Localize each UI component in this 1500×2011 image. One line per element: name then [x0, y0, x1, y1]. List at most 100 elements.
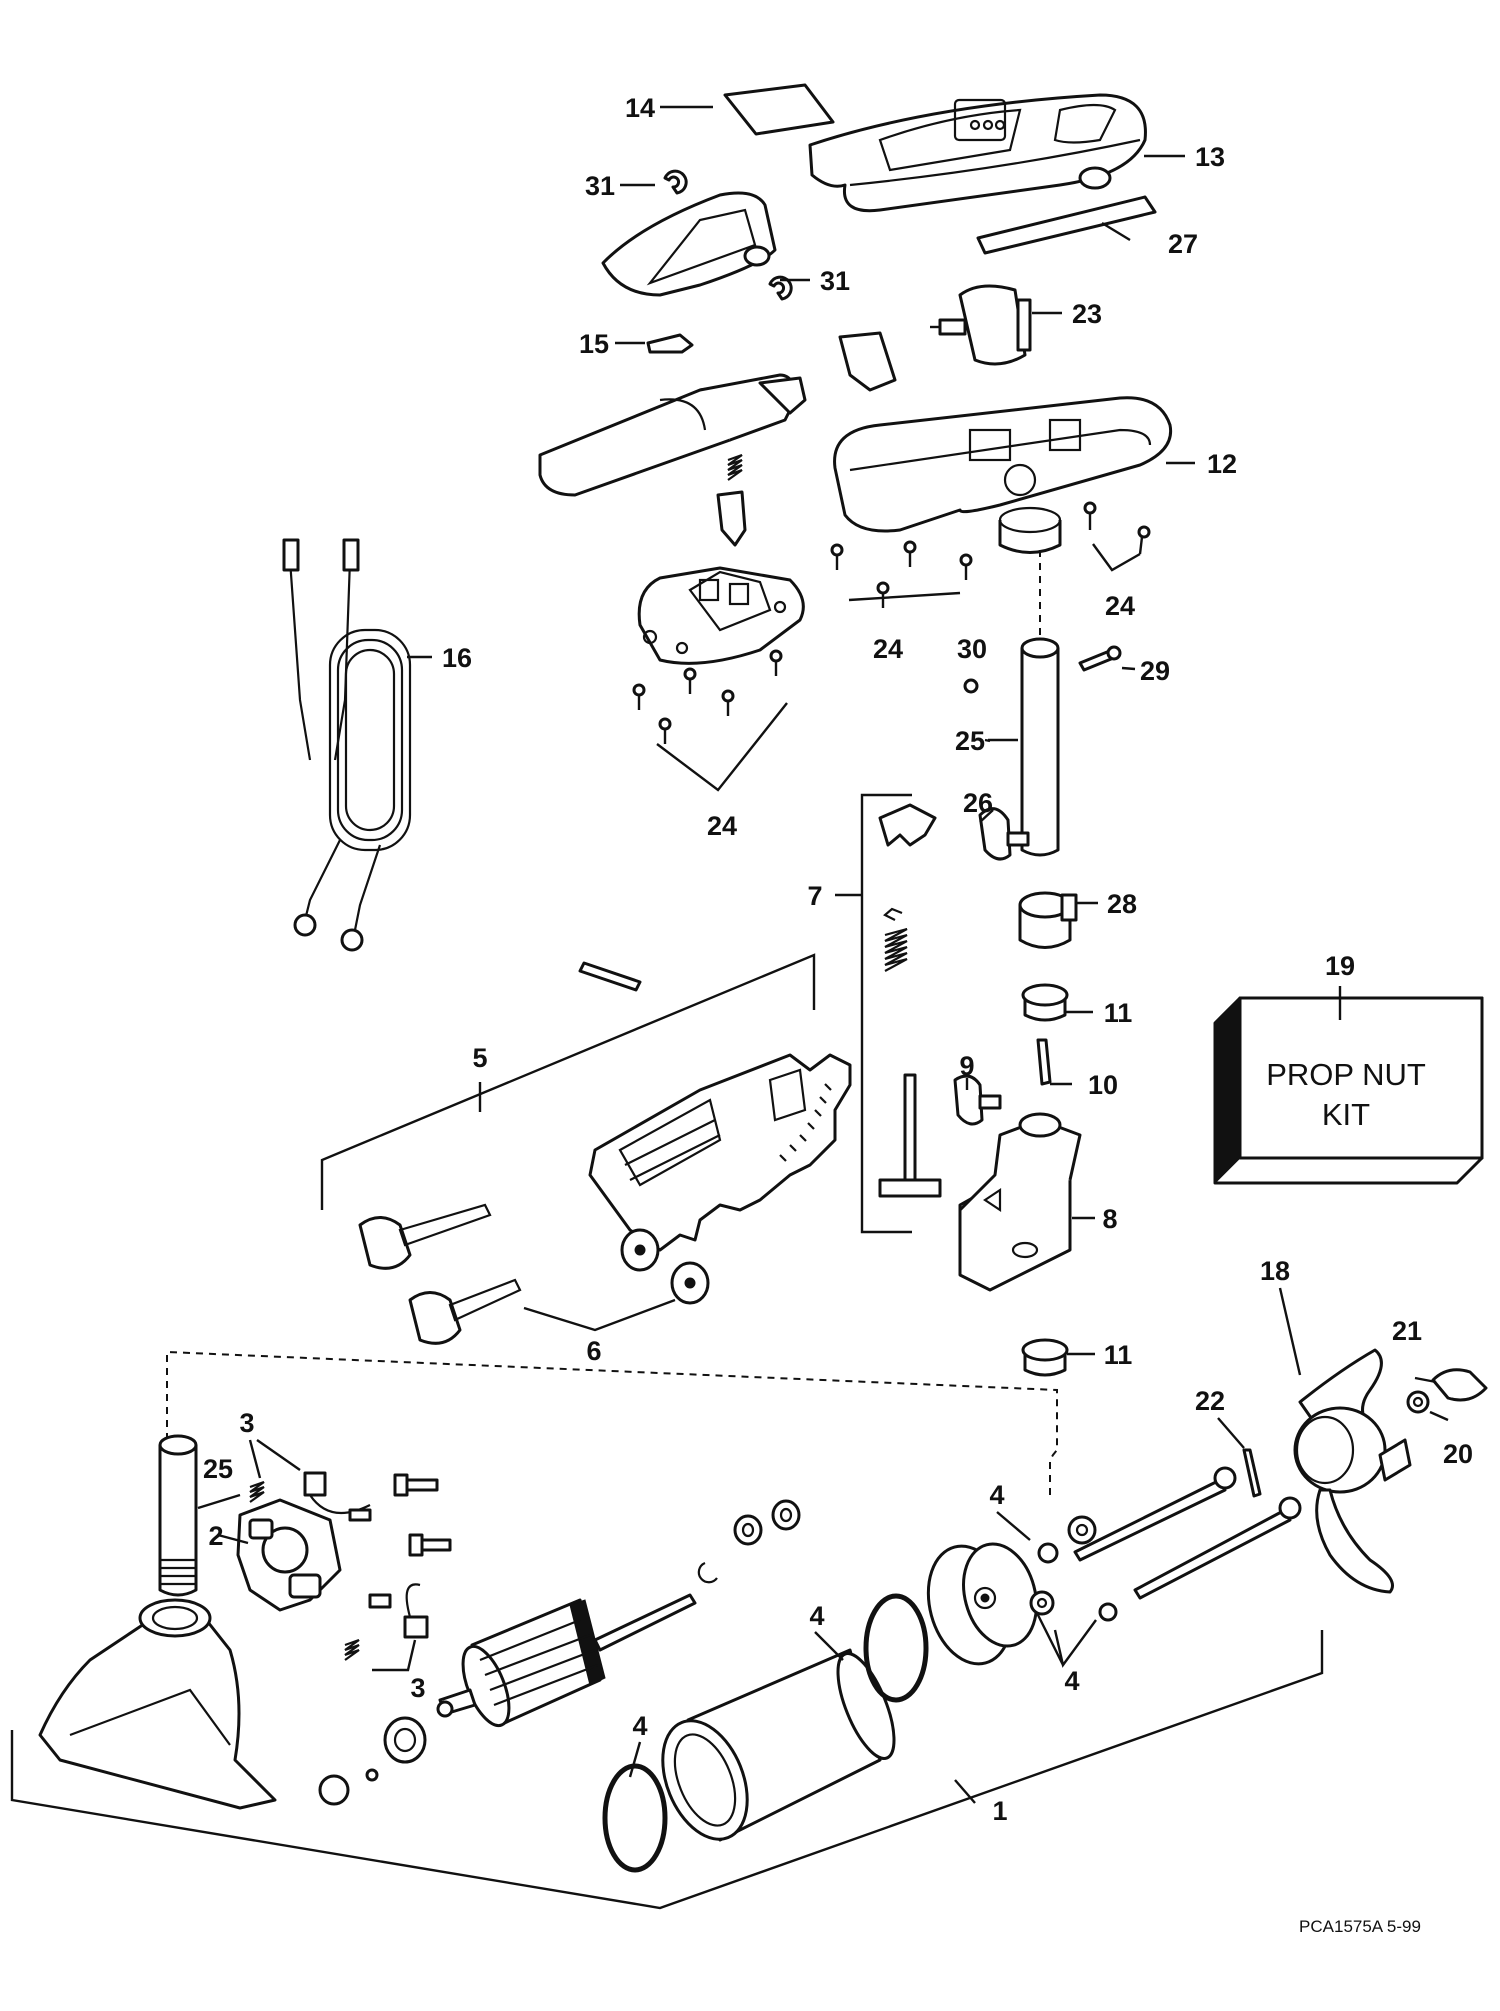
callout-7: 7 — [807, 881, 822, 911]
callout-4-right: 4 — [989, 1480, 1004, 1510]
potentiometer-part — [930, 284, 1032, 366]
motor-can-part — [661, 1648, 896, 1842]
clamp-screw-part — [358, 1203, 710, 1345]
callout-24-right: 24 — [1105, 591, 1135, 621]
callout-20: 20 — [1443, 1439, 1473, 1469]
brush-spring-upper — [249, 1480, 265, 1503]
knob-stud — [1006, 831, 1030, 847]
callout-29: 29 — [1140, 656, 1170, 686]
lower-shaft-part — [158, 1434, 198, 1597]
propeller-part — [1293, 1348, 1412, 1594]
lower-bushing-part — [1021, 1338, 1069, 1377]
bearing-part — [383, 1716, 427, 1764]
power-cable-part — [282, 538, 412, 952]
screw-set — [632, 501, 1151, 744]
brush-holder-screws — [393, 1473, 452, 1557]
callout-31-lower: 31 — [820, 266, 850, 296]
retaining-ring-part — [697, 1561, 718, 1584]
assembly-bracket-1 — [10, 1630, 1324, 1910]
callout-21: 21 — [1392, 1316, 1422, 1346]
callout-8: 8 — [1102, 1204, 1117, 1234]
handle-base-part — [637, 566, 805, 665]
callout-15: 15 — [579, 329, 609, 359]
spring-pin-part — [1036, 1038, 1052, 1086]
brush-lead-upper — [309, 1494, 371, 1515]
callout-1: 1 — [992, 1796, 1007, 1826]
brush-lower — [403, 1615, 429, 1639]
knob-part — [978, 807, 1012, 861]
washer-part-2 — [771, 1499, 801, 1531]
callout-12: 12 — [1207, 449, 1237, 479]
callout-5: 5 — [472, 1043, 487, 1073]
brush-lead-lower — [405, 1583, 421, 1618]
callout-4-left: 4 — [632, 1711, 647, 1741]
callout-27: 27 — [1168, 229, 1198, 259]
callout-24-left: 24 — [707, 811, 737, 841]
prop-washer-inner — [1412, 1396, 1424, 1408]
callout-14: 14 — [625, 93, 655, 123]
brush-terminal-lower — [368, 1593, 392, 1609]
callout-22: 22 — [1195, 1386, 1225, 1416]
thru-bolt-washers — [1029, 1515, 1118, 1622]
callout-16: 16 — [442, 643, 472, 673]
callout-4-can: 4 — [809, 1601, 824, 1631]
brush-terminal-upper — [348, 1508, 372, 1522]
top-cover-part — [808, 93, 1147, 213]
callout-25-upper: 25 — [955, 726, 985, 756]
callout-10: 10 — [1088, 1070, 1118, 1100]
assembly-dashed-line — [166, 1350, 1058, 1500]
callout-30: 30 — [957, 634, 987, 664]
collar-part — [1018, 891, 1078, 949]
callout-26: 26 — [963, 788, 993, 818]
clip-ring-part-2 — [768, 275, 793, 301]
callout-28: 28 — [1107, 889, 1137, 919]
o-ring-part — [602, 1763, 668, 1873]
callout-31-top: 31 — [585, 171, 615, 201]
clamp-bracket-part — [578, 961, 852, 1252]
bushing-small — [318, 1774, 350, 1806]
drive-pin-part — [1242, 1448, 1262, 1498]
bushing-part — [1021, 983, 1069, 1022]
figure-code: PCA1575A 5-99 — [1299, 1917, 1421, 1936]
callout-numbers: 14 13 31 27 31 23 15 12 16 24 24 30 29 2… — [203, 93, 1473, 1826]
brush-upper — [303, 1471, 327, 1497]
prop-washer-part — [1406, 1390, 1430, 1414]
clip-ring-part — [663, 169, 688, 195]
switch-bracket-part — [838, 331, 897, 392]
callout-3-lower: 3 — [410, 1673, 425, 1703]
brush-holder-part — [236, 1498, 342, 1612]
motor-head-base-part — [833, 396, 1173, 554]
tiller-handle-part — [538, 373, 807, 497]
callout-19: 19 — [1325, 951, 1355, 981]
prop-nut-kit-line1: PROP NUT — [1266, 1057, 1426, 1092]
callout-11-lower: 11 — [1104, 1340, 1133, 1370]
washer-inner-2 — [779, 1507, 793, 1523]
bearing-inner — [393, 1727, 417, 1753]
pin-head — [1106, 645, 1122, 661]
callout-13: 13 — [1195, 142, 1225, 172]
ball-part — [365, 1768, 379, 1782]
callout-6: 6 — [586, 1336, 601, 1366]
callout-11-upper: 11 — [1104, 998, 1133, 1028]
callout-18: 18 — [1260, 1256, 1290, 1286]
plunger-part — [716, 490, 747, 547]
steering-knob-stud — [978, 1094, 1002, 1110]
callout-9: 9 — [959, 1051, 974, 1081]
callout-25-lower: 25 — [203, 1454, 233, 1484]
callout-24-mid: 24 — [873, 634, 903, 664]
end-cap-part — [926, 1542, 1038, 1666]
key-part — [646, 333, 694, 354]
steering-knob-part — [953, 1074, 984, 1126]
prop-nut-kit-box — [1213, 996, 1484, 1185]
window-part — [723, 83, 835, 136]
callout-3-upper: 3 — [239, 1408, 254, 1438]
prop-nut-part — [1431, 1368, 1488, 1402]
steering-bracket-part — [958, 1112, 1082, 1292]
strip-part — [976, 195, 1157, 255]
nut-part — [963, 678, 979, 694]
handle-cover-part — [601, 191, 777, 297]
shaft-tube-part — [1020, 637, 1060, 857]
washer-part — [733, 1514, 763, 1546]
lower-housing-nose-part — [38, 1598, 277, 1810]
